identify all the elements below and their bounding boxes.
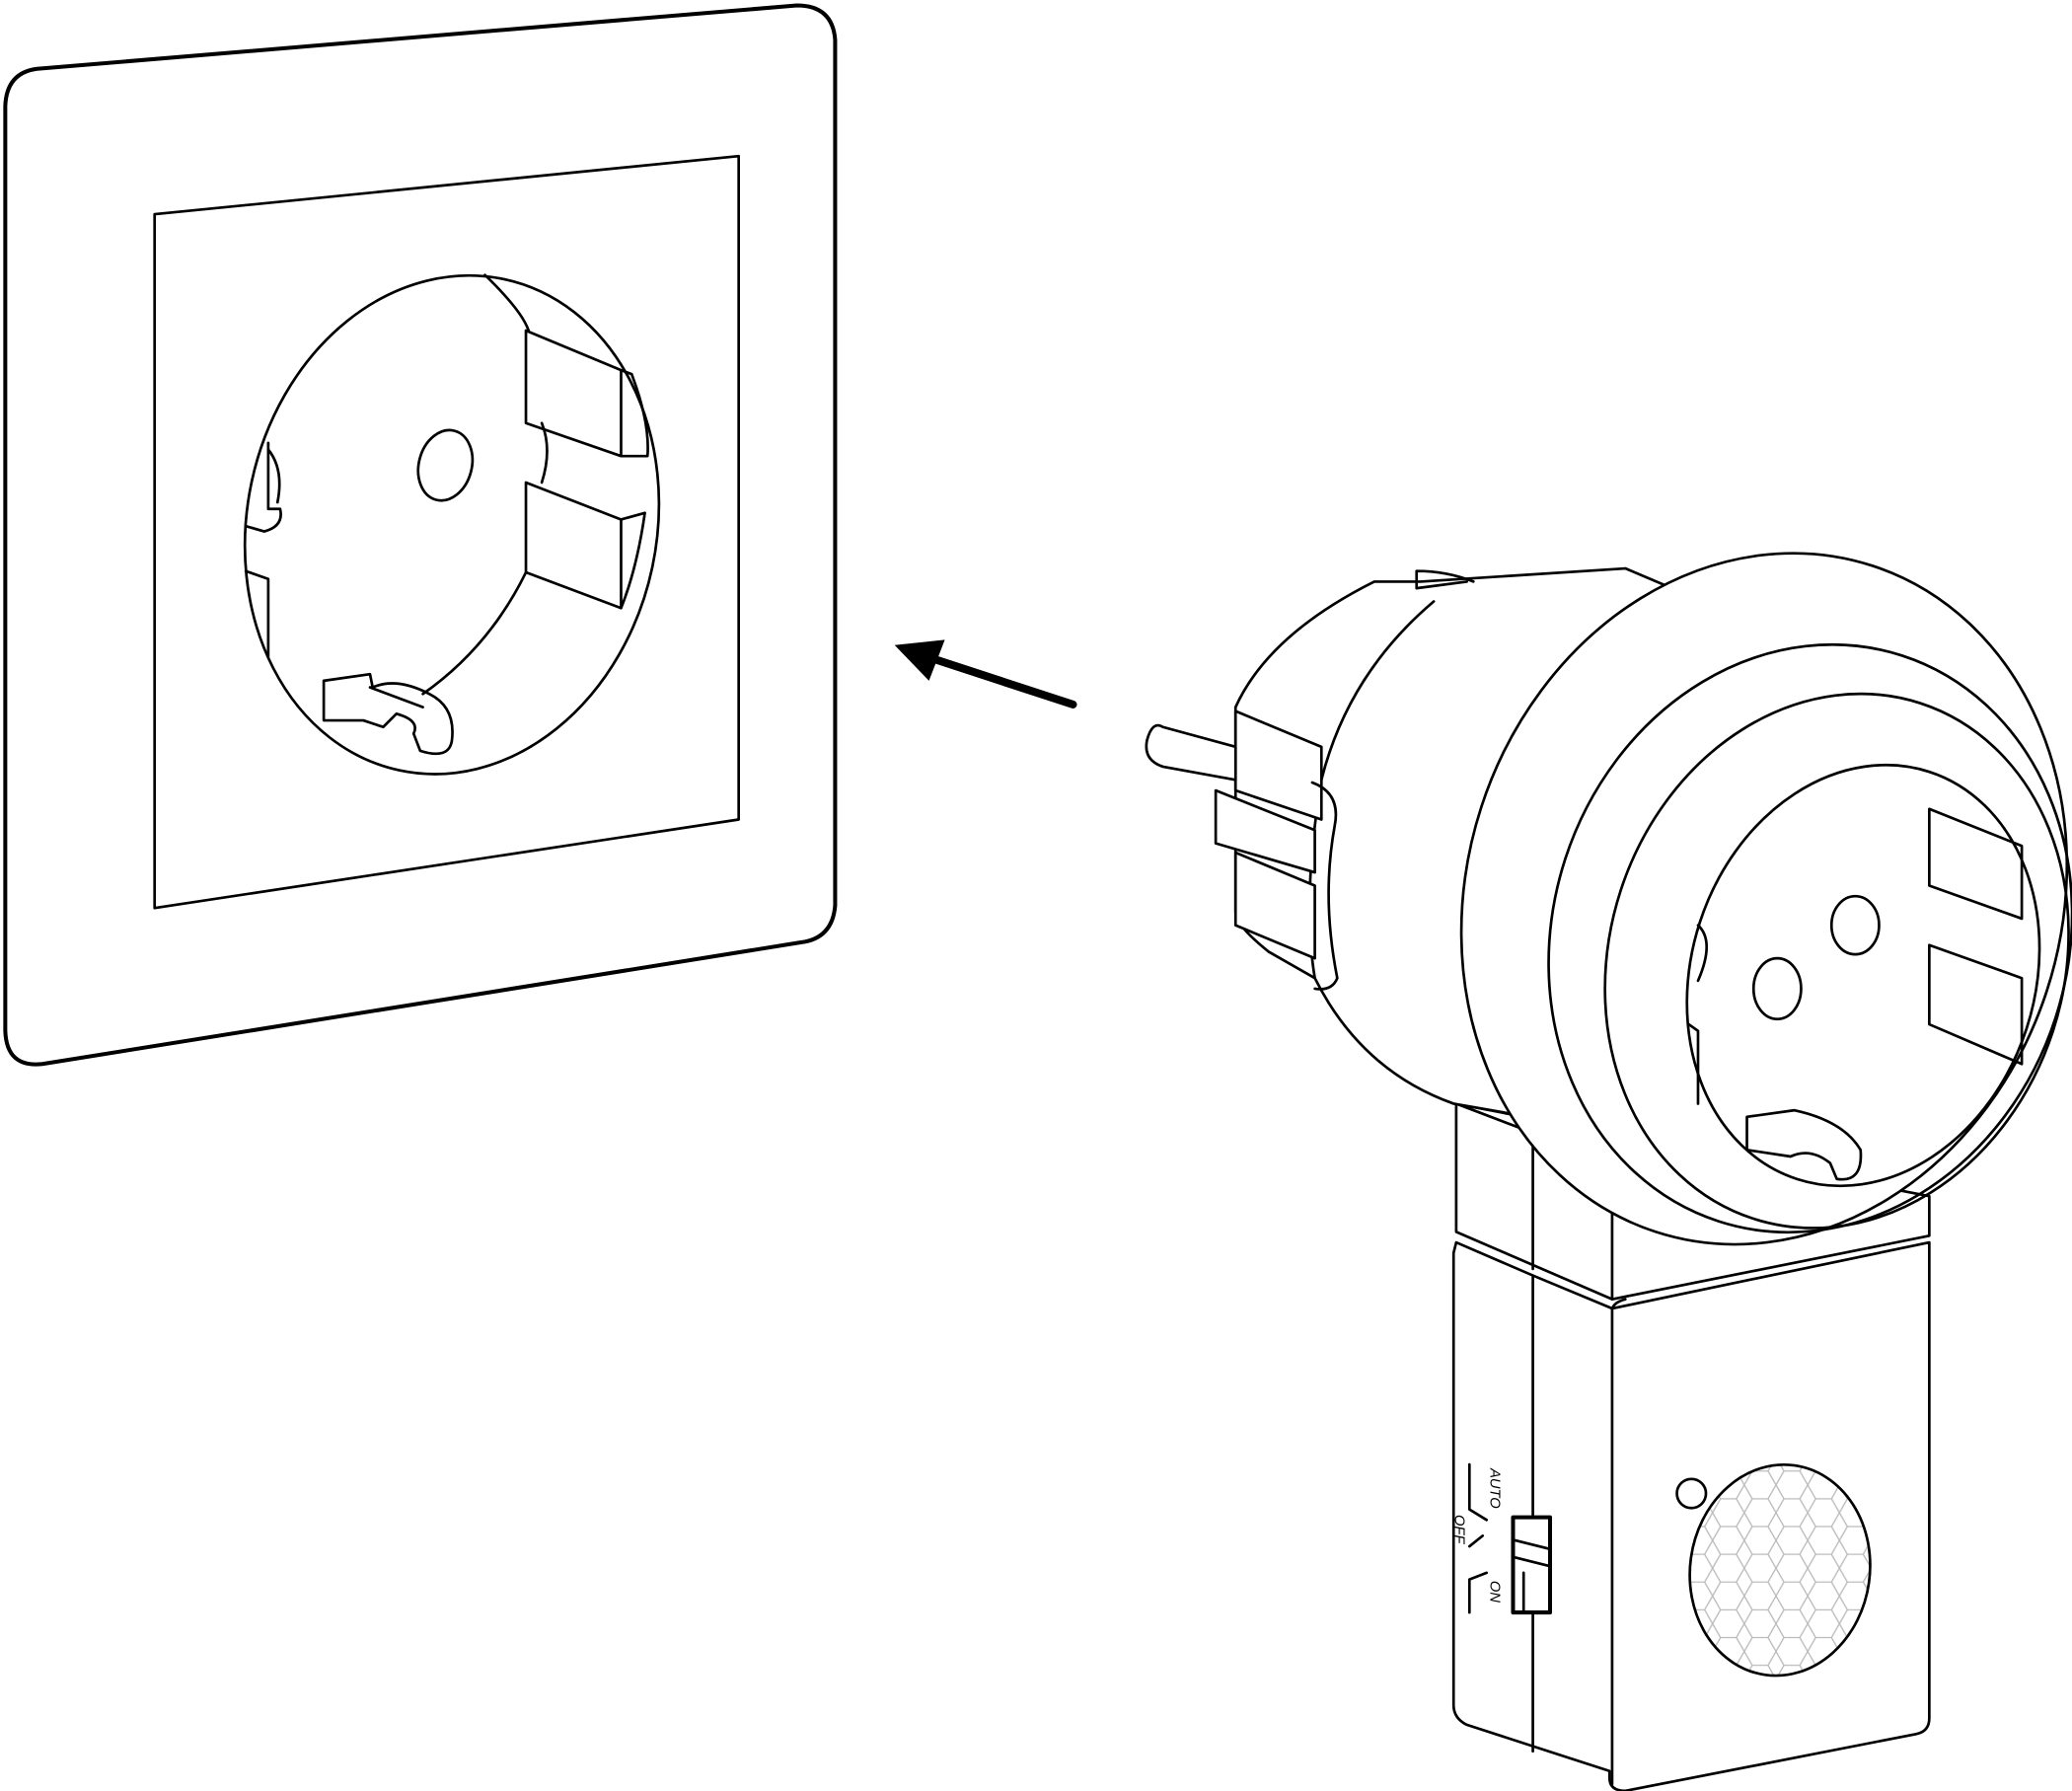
insert-direction-arrow: [894, 639, 1077, 709]
switch-label-on: ON: [1487, 1581, 1503, 1603]
front-socket-side-notch: [1687, 924, 1709, 1105]
motion-sensor-lens: [1688, 1463, 1872, 1678]
arrow-head: [894, 639, 945, 681]
socket-recess-edge: [421, 421, 549, 696]
socket-ground-clip: [322, 672, 454, 756]
plug-pin: [1145, 723, 1237, 782]
front-socket-contacts: [1928, 807, 2024, 1066]
motion-sensor-adapter: AUTO OFF ON: [1145, 552, 2072, 1791]
wall-plate-outer: [3, 3, 838, 1067]
adapter-top-tab: [1415, 569, 1475, 590]
front-face-inner-ring: [1603, 692, 2070, 1230]
front-socket-ground-clip: [1745, 1108, 1863, 1181]
switch-label-off: OFF: [1451, 1515, 1467, 1544]
switch-slider-ridges: [1512, 1538, 1552, 1614]
plug-side-notch: [1310, 781, 1339, 991]
socket-ground-hole: [416, 428, 475, 502]
arrow-shaft: [927, 654, 1077, 709]
socket-contact-lower: [524, 481, 646, 610]
front-socket-hole: [1751, 956, 1803, 1021]
switch-label-auto: AUTO: [1487, 1467, 1503, 1509]
front-face-outer-ring: [1459, 552, 2069, 1246]
switch-slider[interactable]: [1511, 1515, 1552, 1615]
wall-socket: [3, 3, 838, 1067]
status-led: [1675, 1477, 1708, 1510]
socket-side-notch: [244, 569, 270, 659]
socket-recess-outer: [243, 273, 661, 776]
mode-switch[interactable]: AUTO OFF ON: [1451, 1462, 1552, 1615]
front-socket-recess: [1685, 763, 2041, 1188]
socket-side-notch: [244, 441, 282, 533]
wall-plate-inner: [153, 154, 740, 910]
adapter-collar-edges: [1454, 1102, 1614, 1301]
front-socket-hole: [1829, 894, 1881, 956]
switch-label-guides: [1467, 1462, 1489, 1614]
front-face-middle-ring: [1547, 642, 2072, 1234]
socket-contact-upper: [483, 273, 649, 458]
plug-contact-lower: [1233, 851, 1316, 960]
adapter-housing-edges: [1531, 1274, 1627, 1786]
plug-pin-base: [1214, 788, 1316, 874]
